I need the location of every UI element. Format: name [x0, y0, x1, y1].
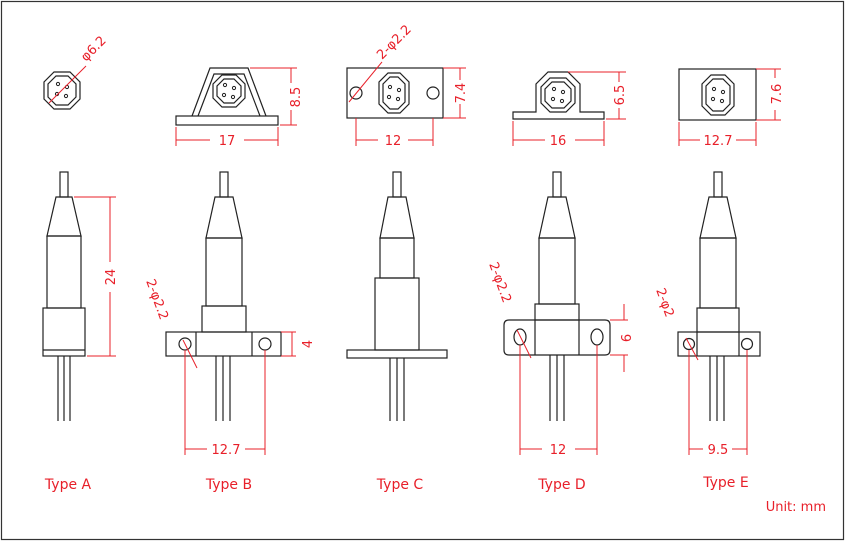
top-c-dimensions — [348, 61, 466, 146]
side-view-b — [165, 171, 282, 421]
side-b-holes-label: 2-φ2.2 — [142, 277, 171, 322]
top-e-width-label: 12.7 — [704, 134, 733, 149]
side-view-c — [346, 171, 448, 421]
side-view-d — [503, 171, 611, 421]
top-e-dimensions — [678, 68, 781, 146]
side-view-a — [42, 171, 86, 421]
top-b-height-label: 8.5 — [289, 87, 304, 108]
top-view-e — [678, 68, 757, 121]
type-label-d: Type D — [537, 477, 585, 493]
unit-label: Unit: mm — [766, 500, 826, 515]
top-view-b — [175, 67, 279, 126]
side-e-holes-label: 2-φ2 — [652, 286, 676, 319]
top-a-diameter-label: φ6.2 — [78, 34, 109, 65]
top-c-width-label: 12 — [385, 134, 402, 149]
side-e-spacing-label: 9.5 — [708, 443, 729, 458]
side-d-holes-label: 2-φ2.2 — [485, 260, 514, 305]
side-a-dimensions — [74, 196, 116, 357]
top-b-width-label: 17 — [219, 134, 236, 149]
top-b-dimensions — [175, 67, 297, 146]
side-a-length-label: 24 — [104, 269, 119, 286]
type-label-a: Type A — [44, 477, 92, 493]
side-e-dimensions — [685, 337, 748, 455]
top-d-width-label: 16 — [550, 134, 567, 149]
type-label-b: Type B — [205, 477, 252, 493]
side-d-spacing-label: 12 — [550, 443, 567, 458]
top-c-height-label: 7.4 — [454, 83, 469, 104]
side-b-dimensions — [182, 331, 296, 455]
top-view-d — [512, 71, 605, 120]
top-d-height-label: 6.5 — [613, 85, 628, 106]
top-view-c — [346, 67, 444, 119]
top-e-height-label: 7.6 — [770, 84, 785, 105]
top-c-holes-label: 2-φ2.2 — [374, 22, 414, 62]
side-d-thickness-label: 6 — [620, 334, 635, 342]
type-label-e: Type E — [702, 475, 748, 491]
side-d-dimensions — [516, 304, 628, 455]
type-label-c: Type C — [376, 477, 424, 493]
side-b-thickness-label: 4 — [301, 340, 316, 348]
side-b-spacing-label: 12.7 — [212, 443, 241, 458]
side-view-e — [677, 171, 761, 421]
top-d-dimensions — [512, 71, 626, 146]
top-view-a — [43, 65, 87, 110]
